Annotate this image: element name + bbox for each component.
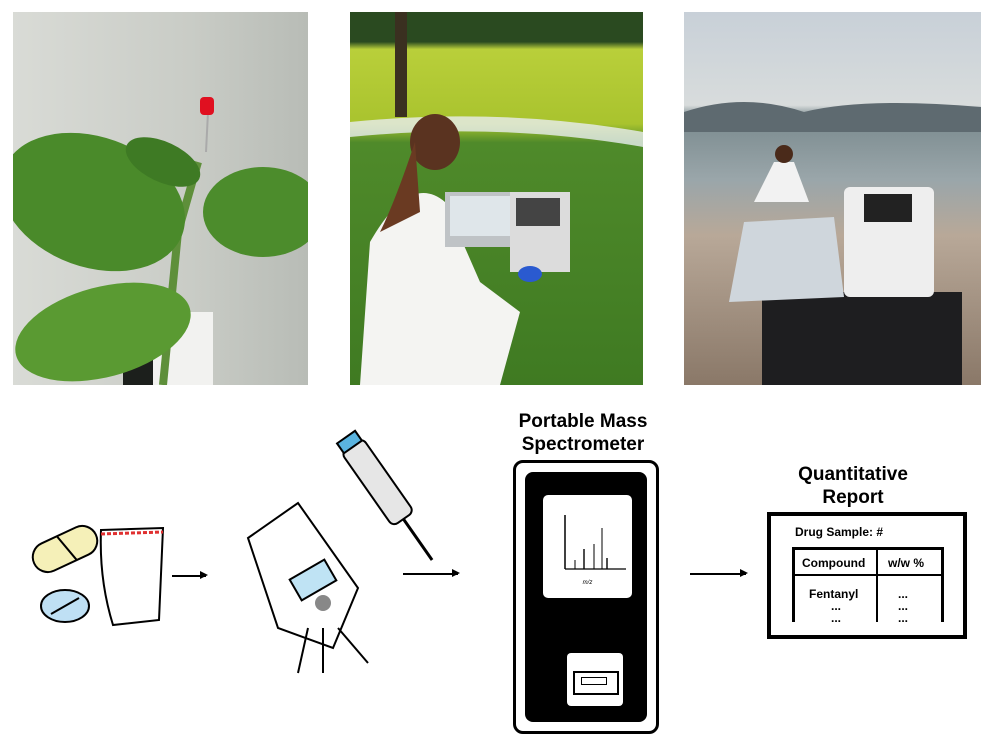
plant-illustration: [13, 97, 308, 385]
spectrum-screen: m/z: [543, 495, 632, 598]
spectrometer-title-line2: Spectrometer: [521, 434, 645, 455]
report-table: Compound w/w % Fentanyl ... ... ... ... …: [792, 547, 944, 625]
drug-sample-label: Drug Sample: #: [795, 525, 884, 539]
table-cell: Fentanyl: [809, 587, 859, 601]
table-cell: ...: [831, 611, 842, 625]
beach-field-testing-photo: [684, 12, 981, 385]
table-cell: ...: [831, 599, 842, 613]
spectrometer-title-line1: Portable Mass: [518, 411, 648, 432]
quantitative-report: Drug Sample: # Compound w/w % Fentanyl .…: [767, 512, 967, 639]
column-header-ww-percent: w/w %: [888, 556, 925, 570]
arrow-3: [690, 570, 748, 576]
table-cell: ...: [898, 599, 909, 613]
scientist-illustration: [350, 12, 643, 385]
report-title-line2: Report: [822, 487, 884, 508]
spectrometer-title: Portable Mass Spectrometer: [503, 410, 663, 456]
table-cell: ...: [898, 587, 909, 601]
beach-scene-illustration: [684, 102, 981, 385]
lakeside-field-testing-photo: [350, 12, 643, 385]
drug-samples-icon: [31, 524, 165, 627]
report-title: Quantitative Report: [773, 463, 933, 509]
mass-spectrum-plot: [564, 515, 626, 570]
spectrum-xlabel: m/z: [582, 580, 593, 586]
sampling-device-pipette-icon: [246, 429, 434, 674]
column-header-compound: Compound: [802, 556, 866, 570]
arrow-2: [403, 570, 460, 576]
plant-photo: [13, 12, 308, 385]
arrow-1: [172, 572, 208, 578]
portable-mass-spectrometer: m/z: [513, 460, 659, 734]
table-cell: ...: [898, 611, 909, 625]
sample-slot: [567, 653, 623, 706]
report-title-line1: Quantitative: [798, 464, 908, 485]
